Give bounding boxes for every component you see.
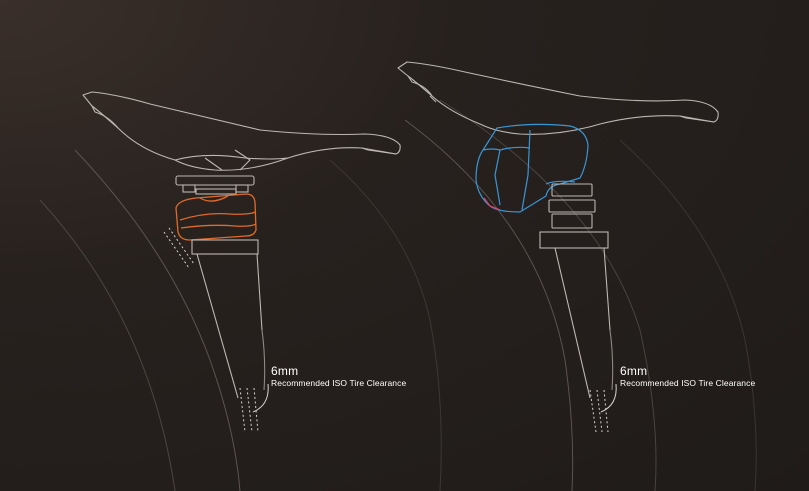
right-clearance-markers [589,389,609,433]
right-saddle-bag [475,123,589,213]
left-wedge-pack [175,193,257,241]
left-tire-arcs [39,149,442,491]
left-saddle [82,91,401,171]
right-tire-arcs [404,99,757,491]
right-bag-accent [483,197,501,211]
left-seatpost [191,239,266,399]
right-clearance-value: 6mm [620,364,648,378]
left-seat-clamp [175,175,255,195]
left-clearance-value: 6mm [271,364,299,378]
right-clearance-label: 6mm Recommended ISO Tire Clearance [620,365,755,389]
left-clearance-markers [163,227,259,433]
right-saddle [397,61,719,135]
left-clearance-label: 6mm Recommended ISO Tire Clearance [271,365,406,389]
right-callout-arc [600,383,617,413]
right-seatpost [539,183,614,399]
left-callout-arc [252,383,269,413]
left-clearance-caption: Recommended ISO Tire Clearance [271,378,407,388]
right-clearance-caption: Recommended ISO Tire Clearance [620,378,756,388]
